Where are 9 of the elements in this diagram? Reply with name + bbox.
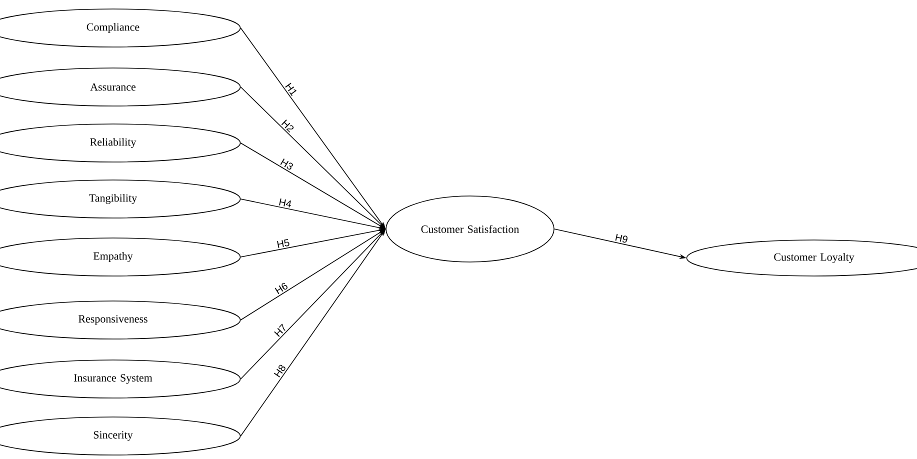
edge-label: H8 [274, 364, 286, 378]
edge-label: H2 [281, 120, 294, 132]
edge-label: H1 [285, 82, 296, 96]
edge-label: H3 [280, 158, 293, 170]
edge-label: H6 [274, 282, 288, 294]
edge-label: H5 [277, 239, 290, 248]
edge-label: H7 [274, 324, 286, 337]
edge-label: H9 [615, 234, 628, 243]
edge-label: H4 [279, 198, 291, 208]
